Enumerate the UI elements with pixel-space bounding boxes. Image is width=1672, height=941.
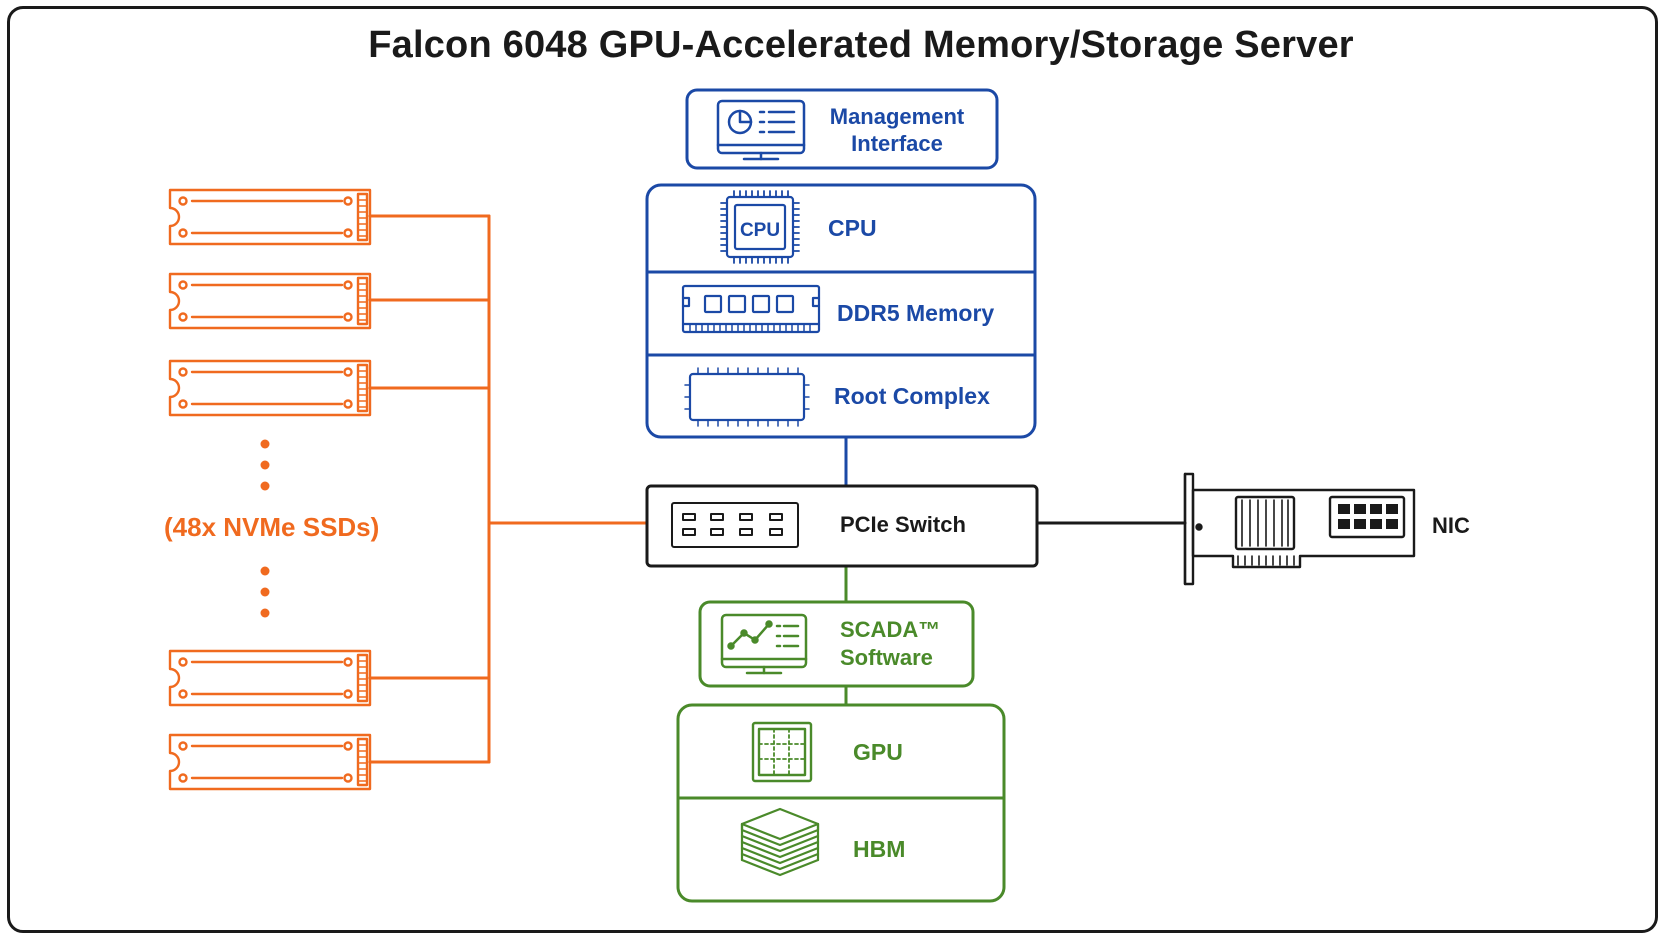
cpu-label: CPU — [828, 215, 877, 241]
hbm-label: HBM — [853, 836, 906, 862]
root-complex-label: Root Complex — [834, 383, 990, 409]
gpu-chip-icon — [751, 721, 813, 783]
memory-stack-icon — [740, 807, 820, 877]
diagram-title: Falcon 6048 GPU-Accelerated Memory/Stora… — [368, 24, 1354, 66]
scada-label-line2: Software — [840, 645, 933, 670]
diagram-frame — [7, 6, 1658, 933]
scada-software-label: SCADA™ Software — [840, 616, 940, 672]
ellipsis-dots-icon — [260, 439, 270, 618]
scada-label-line1: SCADA™ — [840, 617, 941, 642]
scada-software-box — [698, 600, 975, 688]
cpu-chip-icon — [720, 190, 800, 264]
management-label-line2: Interface — [851, 131, 943, 156]
nvme-ssd-icon — [168, 359, 372, 417]
gpu-stack-box — [676, 703, 1006, 903]
memory-module-icon — [681, 284, 821, 334]
management-interface-box — [685, 88, 999, 170]
cpu-stack-box — [645, 183, 1037, 439]
ssd-list — [168, 188, 372, 791]
cpu-chip-text: CPU — [740, 220, 780, 241]
connectors — [368, 214, 1187, 764]
nvme-ssd-icon — [168, 188, 372, 246]
memory-label: DDR5 Memory — [837, 300, 995, 326]
root-complex-chip-icon — [684, 367, 810, 427]
monitor-dashboard-icon — [716, 99, 806, 161]
pcie-switch-label: PCIe Switch — [840, 512, 966, 537]
nvme-ssd-icon — [168, 649, 372, 707]
management-interface-label: Management Interface — [812, 103, 982, 157]
switch-ports-icon — [671, 502, 799, 548]
gpu-label: GPU — [853, 739, 903, 765]
nvme-ssd-icon — [168, 733, 372, 791]
monitor-chart-icon — [720, 613, 808, 675]
ssd-count-label: (48x NVMe SSDs) — [164, 512, 380, 542]
nvme-ssd-icon — [168, 272, 372, 330]
management-label-line1: Management — [829, 104, 965, 129]
pcie-switch-box — [645, 484, 1039, 568]
network-card-icon — [1183, 472, 1416, 586]
nic-label: NIC — [1432, 513, 1470, 538]
connector-ssd-bus — [368, 214, 648, 764]
